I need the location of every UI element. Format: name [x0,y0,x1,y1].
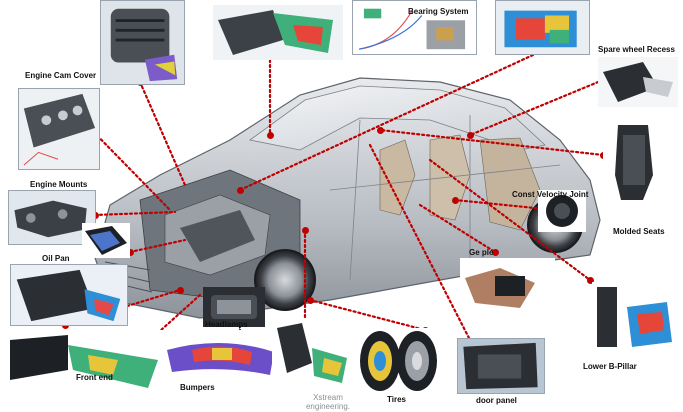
label-const-velocity-joint: Const Velocity Joint [512,190,589,199]
door-panel-image [457,338,545,394]
marker-dot [301,226,309,234]
leader-gear [418,203,497,254]
marker-dot [306,296,314,304]
marker-dot [586,276,594,284]
label-door-panel: door panel [476,396,517,405]
heat-map-image [495,0,590,55]
front-end-image [8,330,168,392]
leader-spare-wheel [468,78,605,137]
lower-b-pillar-image [592,282,677,354]
gear-hand-image [460,258,555,313]
label-xstream-engineering: Xstream engineering. [305,393,351,411]
const-velocity-joint-image [538,190,586,232]
intake-housing-image [213,5,343,60]
leader-const-velocity [453,198,557,212]
mount-bracket-image [82,223,130,258]
label-tires: Tires [387,395,406,404]
marker-dot [451,196,459,204]
pedal-assembly-image [272,318,354,388]
marker-dot [466,131,474,139]
marker-dot [491,248,499,256]
label-bumpers: Bumpers [180,383,215,392]
bumpers-image [162,330,280,385]
leader-engine-mounts [93,210,177,217]
leader-b-pillar [428,158,592,282]
oil-pan-image [10,264,128,326]
leader-engine-cam-cover [138,80,187,187]
spare-wheel-recess-image [598,57,678,107]
label-lower-b-pillar: Lower B-Pillar [583,362,637,371]
leader-tires [308,298,427,332]
label-headlamps: Headlamps [205,320,248,329]
tires-image [355,328,443,394]
label-front-end: Front end [76,373,113,382]
label-gear-partial: Ge ple [469,248,494,257]
leader-engine-mounts-2 [128,238,187,254]
leader-door-panel [368,143,472,342]
marker-dot [266,131,274,139]
front-wheel [254,249,316,311]
molded-seats-image [603,120,665,215]
label-molded-seats: Molded Seats [613,227,665,236]
leader-top-right [238,53,535,192]
label-engine-mounts: Engine Mounts [30,180,88,189]
marker-dot [376,126,384,134]
marker-dot [126,248,134,256]
engine-cam-cover-image [18,88,100,170]
bearing-system-image [352,0,477,55]
headlamps-image [203,287,265,327]
leader-molded-seats [378,128,605,157]
label-oil-pan: Oil Pan [42,254,70,263]
intake-manifold-image [100,0,185,85]
label-spare-wheel-recess: Spare wheel Recess [598,45,675,54]
label-engine-cam-cover: Engine Cam Cover [25,71,97,80]
marker-dot [176,286,184,294]
marker-dot [236,186,244,194]
label-bearing-system: Bearing System [408,7,469,16]
engine-mounts-image [8,190,96,245]
